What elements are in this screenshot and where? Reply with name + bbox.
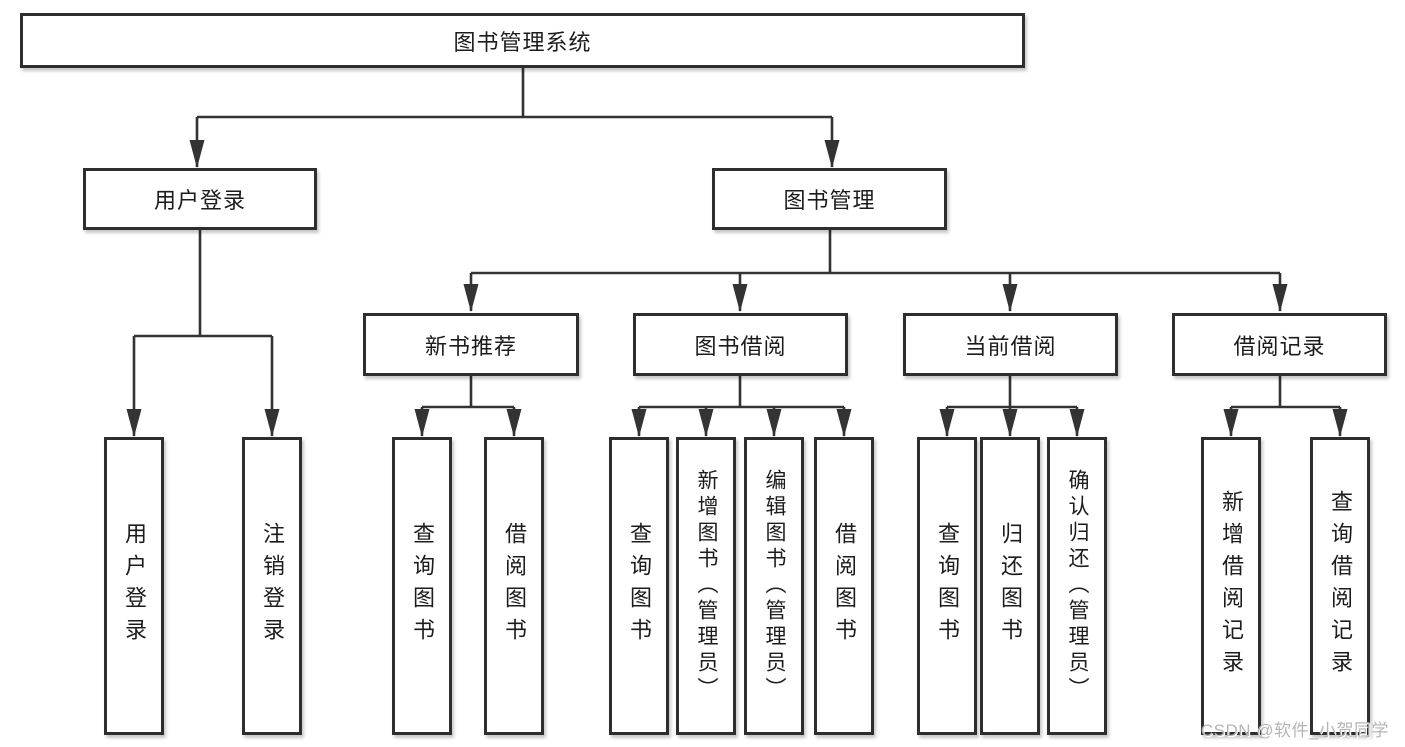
csdn-watermark: CSDN @软件_小贺同学 bbox=[1200, 721, 1389, 740]
leaf-return-books: 归还图书 bbox=[980, 437, 1040, 735]
leaf-confirm-return-admin: 确认归还（管理员） bbox=[1047, 437, 1107, 735]
leaf-query-borrow-record: 查询借阅记录 bbox=[1310, 437, 1370, 735]
node-new-book-recommend: 新书推荐 bbox=[363, 313, 579, 376]
leaf-add-book-admin: 新增图书（管理员） bbox=[676, 437, 736, 735]
node-borrow-records: 借阅记录 bbox=[1172, 313, 1387, 376]
node-book-borrowing: 图书借阅 bbox=[633, 313, 848, 376]
leaf-borrow-books-borrowing: 借阅图书 bbox=[814, 437, 874, 735]
leaf-user-login: 用户登录 bbox=[104, 437, 164, 735]
leaf-edit-book-admin: 编辑图书（管理员） bbox=[744, 437, 804, 735]
leaf-add-borrow-record: 新增借阅记录 bbox=[1201, 437, 1261, 735]
node-book-management: 图书管理 bbox=[712, 168, 947, 230]
leaf-logout: 注销登录 bbox=[242, 437, 302, 735]
leaf-borrow-books-recommend: 借阅图书 bbox=[484, 437, 544, 735]
leaf-query-books-borrowing: 查询图书 bbox=[609, 437, 669, 735]
leaf-query-books-recommend: 查询图书 bbox=[392, 437, 452, 735]
node-user-login: 用户登录 bbox=[83, 168, 317, 230]
node-current-borrowing: 当前借阅 bbox=[903, 313, 1118, 376]
node-library-system: 图书管理系统 bbox=[20, 13, 1025, 68]
leaf-query-books-current: 查询图书 bbox=[917, 437, 977, 735]
